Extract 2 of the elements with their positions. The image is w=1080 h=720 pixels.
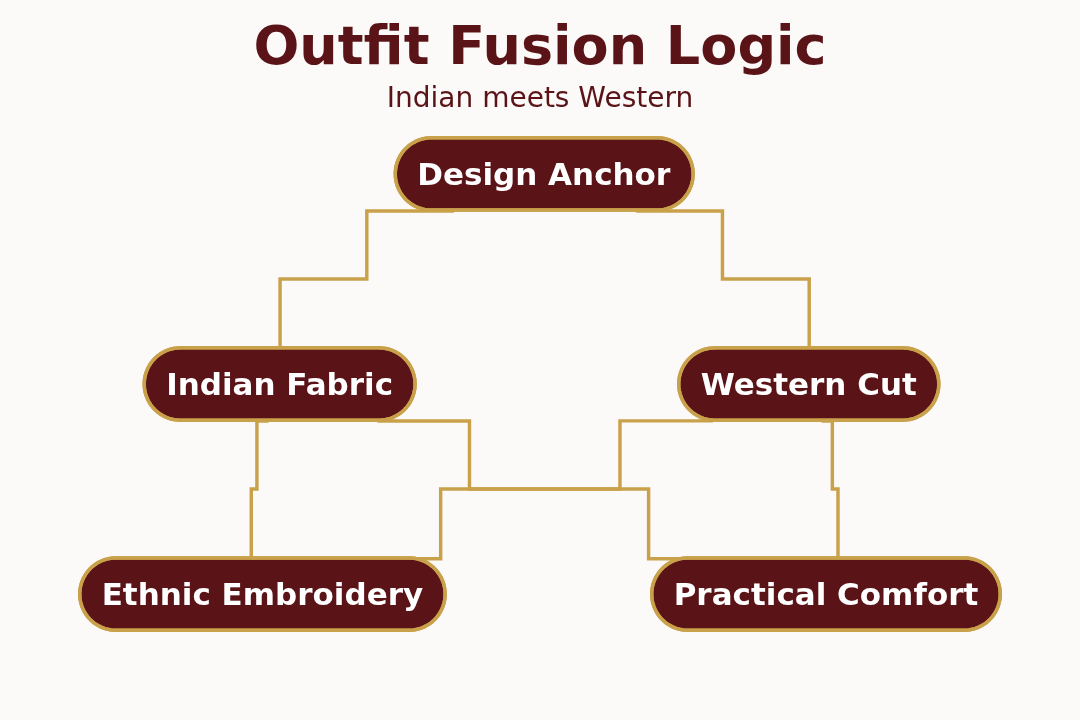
subtitle: Indian meets Western [386,81,694,114]
title: Outfit Fusion Logic [252,14,828,77]
